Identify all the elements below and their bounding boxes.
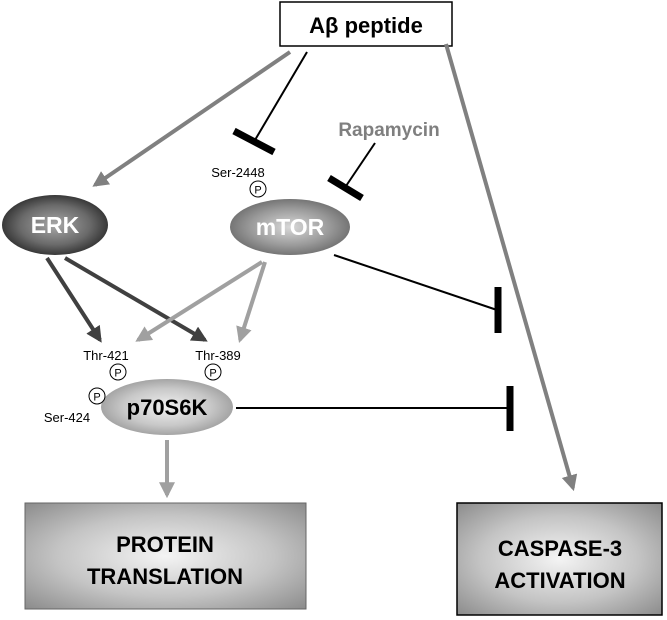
arrow-abeta-to-erk [92, 50, 292, 187]
protein-translation-line2: TRANSLATION [87, 564, 243, 589]
inhibit-mtor-to-caspase [333, 254, 498, 311]
phospho-thr421: P [109, 363, 127, 381]
inhibit-bar-rapamycin [327, 175, 364, 201]
phospho-mtor-label: P [254, 185, 261, 197]
inhibit-bar-mtor [232, 127, 276, 156]
caspase-activation-box: CASPASE-3 ACTIVATION [456, 502, 663, 616]
phospho-ser424: P [88, 387, 106, 405]
arrow-mtor-to-thr389 [236, 261, 267, 344]
abeta-peptide-box: Aβ peptide [279, 1, 453, 47]
p70s6k-site-thr421: Thr-421 [83, 348, 129, 363]
phospho-thr389-label: P [209, 368, 216, 380]
protein-translation-box: PROTEIN TRANSLATION [24, 502, 307, 610]
phospho-ser424-label: P [93, 392, 100, 404]
erk-node: ERK [2, 195, 108, 255]
phospho-thr389: P [204, 363, 222, 381]
inhibit-abeta-to-mtor [254, 51, 308, 141]
phospho-thr421-label: P [114, 368, 121, 380]
caspase-line2: ACTIVATION [494, 568, 625, 593]
arrow-mtor-to-thr421 [135, 260, 264, 342]
caspase-line1: CASPASE-3 [498, 536, 622, 561]
protein-translation-line1: PROTEIN [116, 532, 214, 557]
arrow-erk-to-thr421 [45, 256, 102, 343]
p70s6k-label: p70S6K [127, 395, 208, 420]
p70s6k-node: p70S6K [101, 379, 233, 435]
mtor-label: mTOR [256, 214, 325, 240]
inhibit-rapamycin-to-mtor [345, 142, 376, 187]
p70s6k-site-ser424: Ser-424 [44, 410, 90, 425]
erk-label: ERK [31, 212, 80, 238]
arrow-abeta-to-caspase [444, 43, 578, 492]
abeta-peptide-label: Aβ peptide [309, 13, 423, 38]
p70s6k-site-thr389: Thr-389 [195, 348, 241, 363]
mtor-node: mTOR [230, 199, 350, 255]
rapamycin-label: Rapamycin [338, 120, 439, 141]
phospho-mtor: P [249, 180, 267, 198]
arrow-erk-to-thr389 [63, 256, 208, 342]
mtor-site-ser2448: Ser-2448 [211, 165, 264, 180]
